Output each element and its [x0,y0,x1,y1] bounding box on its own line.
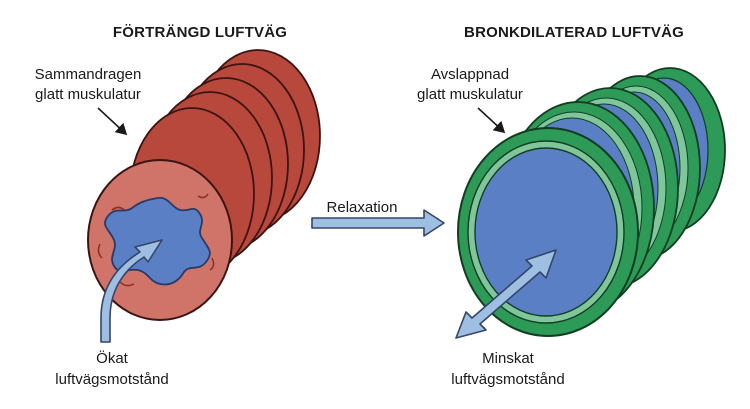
relaxation-label: Relaxation [327,199,398,216]
decreased-resistance-arrow [455,249,557,339]
relaxation-arrow [311,209,445,237]
constricted-airway [87,49,321,343]
contracted-muscle-label-line2: glatt muskulatur [35,86,141,103]
relaxed-muscle-label-line2: glatt muskulatur [417,86,523,103]
increased-resistance-label-line2: luftvägsmotstånd [55,371,168,388]
dilated-title: BRONKDILATERAD LUFTVÄG [464,24,684,41]
relaxed-muscle-label-line1: Avslappnad [431,66,509,83]
increased-resistance-label-line1: Ökat [96,349,129,367]
dilated-lumen [474,147,618,317]
increased-resistance-arrow [100,239,163,343]
decreased-resistance-label-line2: luftvägsmotstånd [451,371,564,388]
contracted-muscle-label-line1: Sammandragen [35,66,142,83]
constricted-title: FÖRTRÄNGD LUFTVÄG [113,24,287,41]
dilated-airway [455,67,726,339]
contracted-muscle-pointer [97,107,128,136]
relaxed-muscle-pointer [477,107,506,134]
decreased-resistance-label-line1: Minskat [482,350,535,367]
